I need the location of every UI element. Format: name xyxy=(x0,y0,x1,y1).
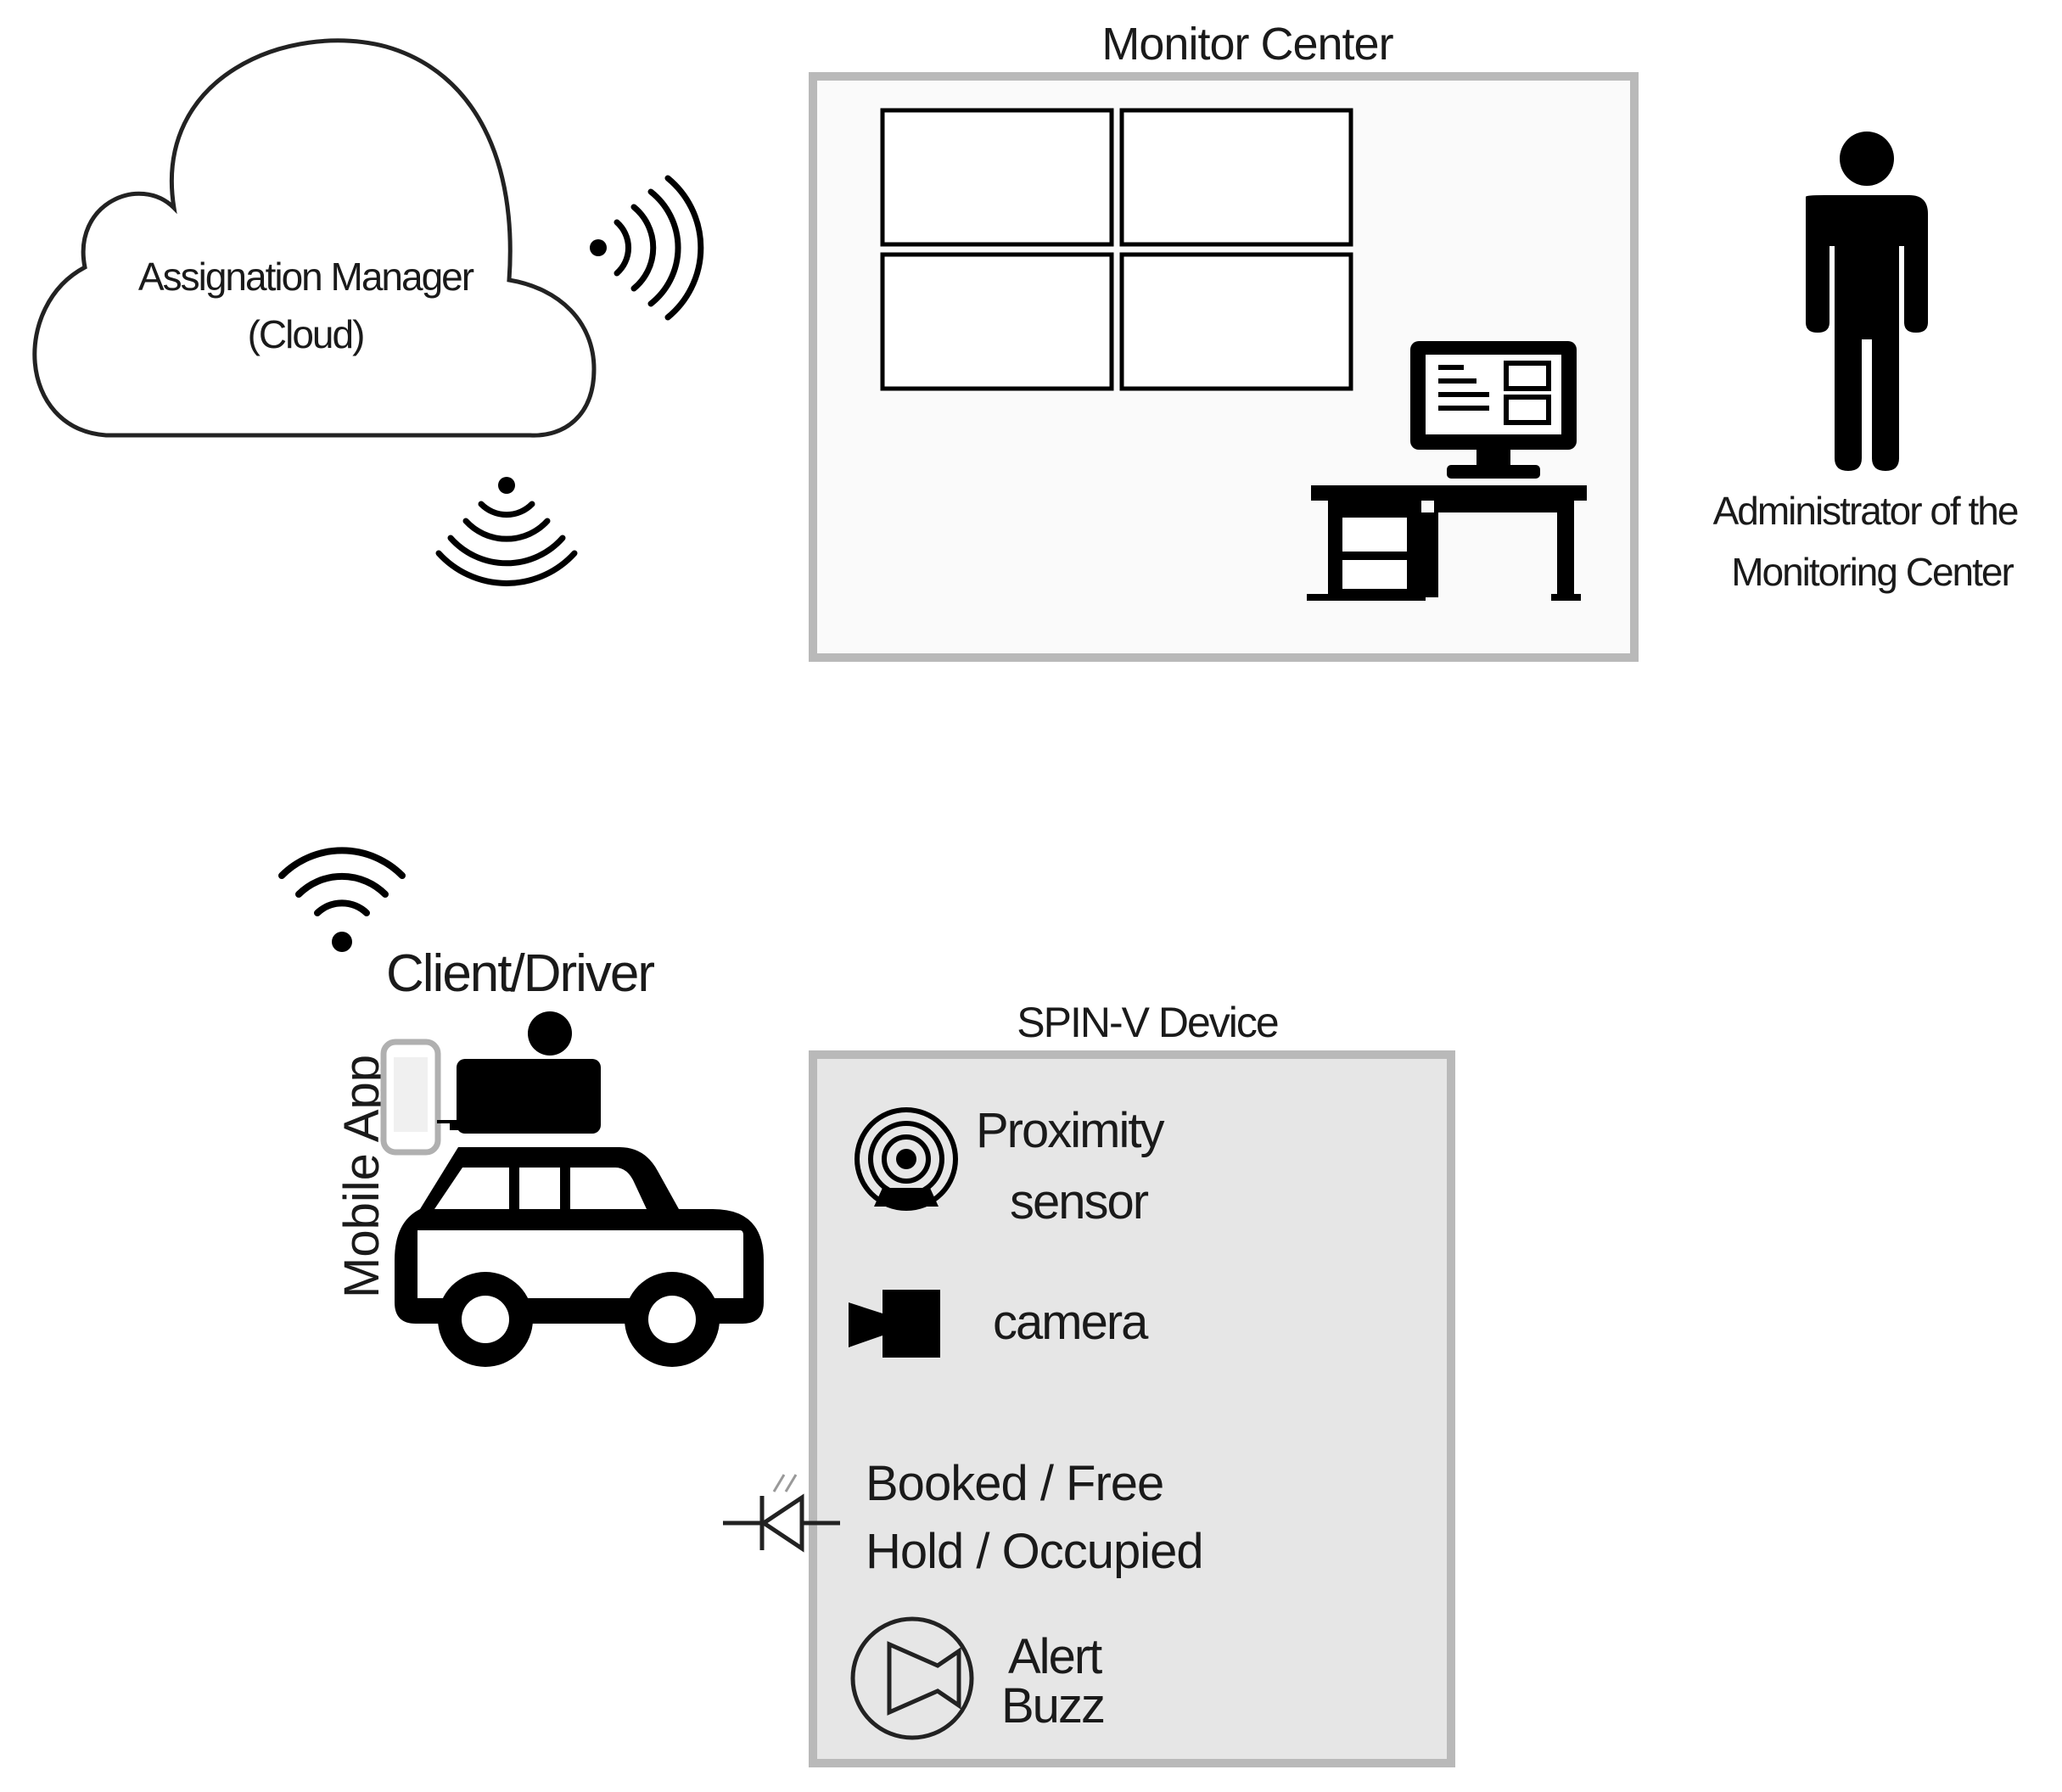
administrator: Administrator of the Monitoring Center xyxy=(1713,132,2020,594)
workstation-icon xyxy=(1307,341,1587,601)
spin-v-device-title: SPIN-V Device xyxy=(1017,999,1278,1046)
led-label-line2: Hold / Occupied xyxy=(866,1524,1203,1579)
camera-label: camera xyxy=(993,1295,1149,1350)
spin-v-device: SPIN-V Device Proximity sensor camera Bo… xyxy=(723,999,1455,1767)
proximity-sensor-icon xyxy=(854,1107,958,1211)
monitor-center: Monitor Center xyxy=(809,19,1639,662)
alert-label-line2: Buzz xyxy=(1001,1678,1104,1733)
smartphone-icon xyxy=(380,1039,441,1156)
led-icon xyxy=(723,1474,840,1553)
camera-icon xyxy=(849,1290,940,1358)
video-wall-icon xyxy=(880,108,1353,391)
person-icon xyxy=(450,1011,601,1134)
alert-label-line1: Alert xyxy=(1008,1629,1102,1684)
proximity-label-line2: sensor xyxy=(1010,1174,1149,1229)
wifi-signal-icon xyxy=(435,477,578,586)
client-driver-label: Client/Driver xyxy=(386,944,654,1003)
monitor-center-title: Monitor Center xyxy=(1101,19,1393,70)
client-driver: Client/Driver Mobile App xyxy=(278,847,764,1367)
speaker-icon xyxy=(850,1616,974,1740)
wifi-signal-icon xyxy=(590,175,704,321)
mobile-app-label: Mobile App xyxy=(334,1055,389,1298)
cloud-icon xyxy=(32,38,597,438)
spin-v-device-frame xyxy=(809,1050,1455,1767)
assignation-manager-cloud: Assignation Manager (Cloud) xyxy=(32,38,597,438)
wifi-signal-icon xyxy=(278,847,406,952)
proximity-label-line1: Proximity xyxy=(976,1103,1164,1158)
cloud-label-line2: (Cloud) xyxy=(248,312,364,356)
car-icon xyxy=(395,1147,764,1367)
cloud-label-line1: Assignation Manager xyxy=(138,255,474,299)
person-icon xyxy=(1806,132,1928,471)
administrator-label-line1: Administrator of the xyxy=(1713,489,2018,533)
led-label-line1: Booked / Free xyxy=(866,1456,1163,1511)
administrator-label-line2: Monitoring Center xyxy=(1731,550,2014,594)
